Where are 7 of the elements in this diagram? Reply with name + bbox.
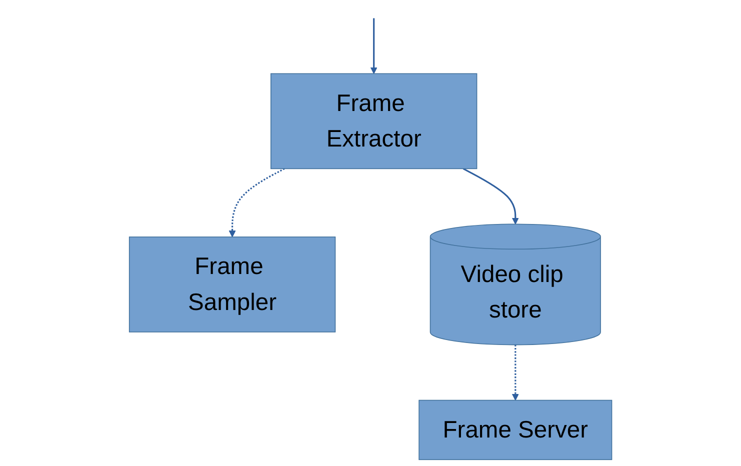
arrow bbox=[228, 168, 285, 238]
arrow bbox=[370, 18, 378, 74]
arrow bbox=[462, 168, 519, 224]
arrow bbox=[512, 344, 519, 401]
node-box: Frame Extractor bbox=[270, 73, 478, 170]
node-box: Frame Server bbox=[418, 400, 612, 460]
node-box: Frame Sampler bbox=[128, 236, 336, 332]
